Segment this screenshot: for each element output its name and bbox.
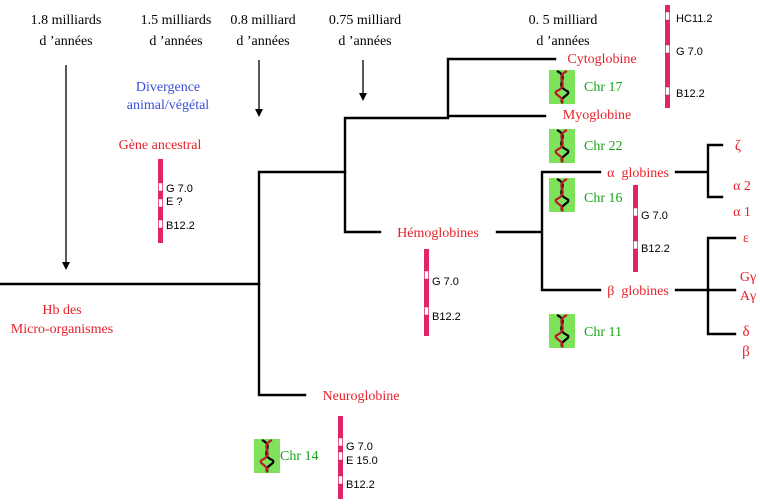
time-arrows [62,60,367,270]
branch-node-0-75 [343,116,450,234]
intron-mark [158,219,163,229]
chr22-marker: Chr 22 [547,127,623,165]
chr17-marker: Chr 17 [547,68,623,106]
epsilon-label: ε [743,231,749,246]
g-gamma-label: Gγ [740,270,756,285]
timeline-2-line1: 1.5 milliards [141,13,212,28]
zeta-label: ζ [735,138,741,154]
chr14-marker: Chr 14 [252,437,319,475]
branch-hemoglobines [495,170,602,292]
neuroglobine-label: Neuroglobine [323,389,400,404]
intron-mark [633,207,638,217]
ancestral-gene-structure: G 7.0 E ? B12.2 [158,159,195,243]
dna-helix-icon [547,176,577,214]
intron-label: G 7.0 [432,276,459,288]
alpha-globines-label: α globines [607,166,669,181]
chromosome-markers: Chr 17 Chr 22 Chr 16 Chr 11 Chr 14 [252,68,623,475]
beta-label: β [742,344,750,360]
chr14-label: Chr 14 [280,449,319,464]
divergence-line2: animal/végétal [127,98,210,113]
intron-label: G 7.0 [346,441,373,453]
timeline-1-line1: 1.8 milliards [31,13,102,28]
branch-node-0-8 [257,170,347,397]
a-gamma-label: Aγ [740,289,756,304]
timeline-1-line2: d ’années [39,34,92,49]
exon-bar [424,249,429,336]
hb-micro-label-line2: Micro-organismes [11,322,113,337]
dna-helix-icon [252,437,282,475]
chr22-label: Chr 22 [584,139,623,154]
intron-mark [665,11,670,21]
timeline-4-line1: 0.75 milliard [329,13,401,28]
ancestral-gene-label: Gène ancestral [119,138,202,153]
timeline-2-line2: d ’années [149,34,202,49]
intron-mark [338,451,343,461]
chr11-label: Chr 11 [584,325,622,340]
timeline-5-line2: d ’années [536,34,589,49]
chr17-label: Chr 17 [584,80,623,95]
globin-labels: Gène ancestral Hb des Micro-organismes H… [11,52,756,404]
intron-mark [424,306,429,316]
intron-mark [158,198,163,208]
intron-label: G 7.0 [676,46,703,58]
delta-label: δ [742,324,749,340]
hemoglobines-gene-structure: G 7.0 B12.2 [424,249,461,336]
timeline-5-line1: 0. 5 milliard [529,13,598,28]
dna-helix-icon [547,68,577,106]
branch-cyto-myo [446,57,557,118]
timeline-3-line1: 0.8 milliard [230,13,295,28]
intron-label: G 7.0 [641,210,668,222]
alpha-gene-structure: G 7.0 B12.2 [633,185,670,272]
intron-label: B12.2 [346,479,375,491]
intron-label: B12.2 [166,220,195,232]
intron-mark [338,437,343,447]
cytoglobine-gene-structure: HC11.2 G 7.0 B12.2 [665,5,712,108]
timeline-3-line2: d ’années [236,34,289,49]
intron-mark [665,44,670,54]
intron-label: B12.2 [641,243,670,255]
gene-structures: G 7.0 E ? B12.2 G 7.0 B12.2 G 7.0 B12.2 … [158,5,712,499]
intron-label: G 7.0 [166,183,193,195]
intron-mark [424,270,429,280]
phylogenetic-tree [0,57,737,397]
hemoglobines-label: Hémoglobines [397,226,479,241]
intron-mark [633,240,638,250]
divergence-line1: Divergence [136,80,200,95]
chr16-marker: Chr 16 [547,176,623,214]
branch-beta [674,236,737,336]
cytoglobine-label: Cytoglobine [567,52,636,67]
intron-label: E ? [166,196,183,208]
timeline-4-line2: d ’années [338,34,391,49]
dna-helix-icon [547,127,577,165]
hb-micro-label-line1: Hb des [42,303,81,318]
intron-label: B12.2 [676,88,705,100]
alpha1-label: α 1 [733,205,751,220]
timeline-header: 1.8 milliards d ’années 1.5 milliards d … [31,13,598,49]
neuroglobine-gene-structure: G 7.0 E 15.0 B12.2 [338,416,378,499]
beta-globines-label: β globines [607,284,669,299]
intron-mark [338,475,343,485]
intron-label: B12.2 [432,311,461,323]
branch-alpha [674,143,724,199]
intron-mark [665,86,670,96]
myoglobine-label: Myoglobine [563,108,631,123]
alpha2-label: α 2 [733,179,751,194]
exon-bar [665,5,670,108]
dna-helix-icon [547,312,577,350]
chr16-label: Chr 16 [584,191,623,206]
chr11-marker: Chr 11 [547,312,622,350]
intron-mark [158,182,163,192]
intron-label: HC11.2 [676,13,712,25]
exon-bar [633,185,638,272]
intron-label: E 15.0 [346,455,378,467]
